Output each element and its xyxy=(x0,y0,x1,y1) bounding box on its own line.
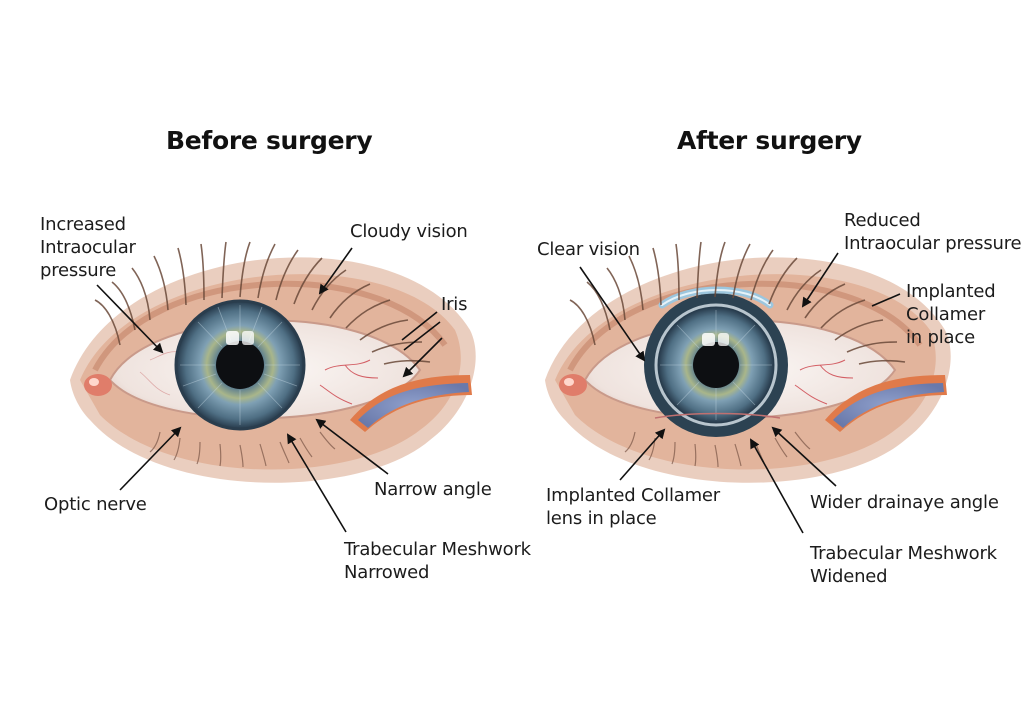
before-eye xyxy=(70,241,476,483)
label-trabecular-widened: Trabecular Meshwork Widened xyxy=(810,543,997,587)
after-surgery-title: After surgery xyxy=(677,126,862,155)
label-trabecular-narrowed: Trabecular Meshwork Narrowed xyxy=(344,539,531,583)
label-clear-vision: Clear vision xyxy=(537,239,640,260)
before-surgery-title: Before surgery xyxy=(166,126,373,155)
arrow-narrow-angle xyxy=(315,418,389,475)
arrow-reduced-iop xyxy=(801,252,839,308)
arrow-wider-drainage-angle xyxy=(771,426,837,487)
label-wider-drainage-angle: Wider drainaye angle xyxy=(810,492,999,513)
arrow-clear-vision xyxy=(579,266,646,362)
label-increased-iop: Increased Intraocular pressure xyxy=(40,214,136,281)
label-cloudy-vision: Cloudy vision xyxy=(350,221,468,242)
after-arrows xyxy=(579,252,901,534)
label-reduced-iop: Reduced Intraocular pressure xyxy=(844,210,1022,254)
label-implanted-collamer-upper: Implanted Collamer in place xyxy=(906,281,996,348)
line-implanted-collamer-upper xyxy=(871,293,901,307)
before-arrows xyxy=(96,247,443,533)
after-eye xyxy=(545,241,951,483)
label-optic-nerve: Optic nerve xyxy=(44,494,147,515)
label-narrow-angle: Narrow angle xyxy=(374,479,492,500)
arrow-increased-iop xyxy=(96,284,164,354)
line-iris-2 xyxy=(403,321,441,351)
arrow-trabecular-narrowed xyxy=(286,433,347,533)
label-iris: Iris xyxy=(441,294,468,315)
arrow-implanted-collamer-lens xyxy=(619,428,666,481)
arrow-iris xyxy=(402,337,443,378)
line-iris-1 xyxy=(401,311,438,341)
arrow-trabecular-widened xyxy=(750,438,804,534)
arrow-cloudy-vision xyxy=(318,247,353,295)
arrow-optic-nerve xyxy=(119,426,182,491)
label-implanted-collamer-lens: Implanted Collamer lens in place xyxy=(546,485,721,529)
